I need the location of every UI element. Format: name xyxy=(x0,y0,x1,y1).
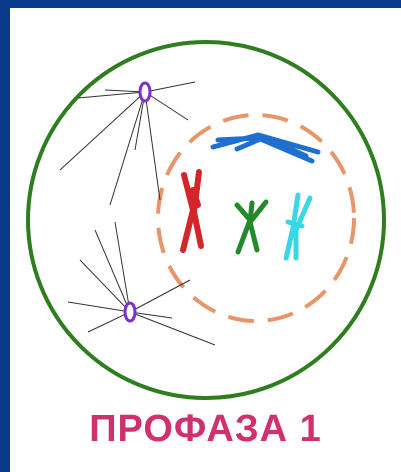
centriole-bottom xyxy=(125,303,135,321)
spindle-fibers-top xyxy=(60,82,195,205)
chromosome-cyan xyxy=(286,195,310,258)
centriole-top xyxy=(140,83,150,101)
chromosome-red xyxy=(183,172,201,250)
spindle-fibers-bottom xyxy=(68,222,215,345)
cell-membrane xyxy=(28,42,384,398)
chromosome-blue xyxy=(213,135,318,161)
phase-caption: ПРОФАЗА 1 xyxy=(10,408,401,451)
chromosome-green xyxy=(237,202,266,252)
